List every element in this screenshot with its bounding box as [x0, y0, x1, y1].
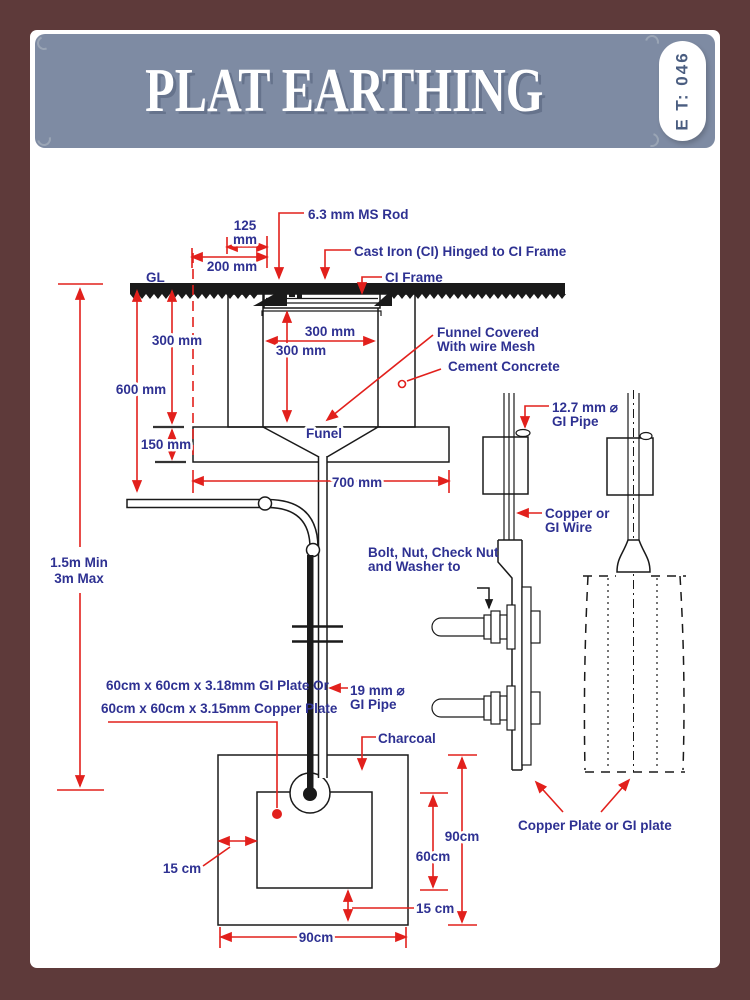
page-title: PLAT EARTHING [144, 56, 544, 125]
label-ground-level: GL [146, 270, 165, 285]
bolt-leader-arrow [477, 587, 494, 610]
label-gi-pipe-127-line2: GI Pipe [552, 414, 599, 429]
dim-90cm-right: 90cm [445, 829, 480, 844]
dim-125mm-unit: mm [233, 232, 257, 247]
poster-page: PLAT EARTHING E T: 046 [30, 30, 720, 968]
label-cast-iron-hinged: Cast Iron (CI) Hinged to CI Frame [354, 244, 567, 259]
pipe-joint-ball [257, 496, 273, 511]
label-funnel: Funel [306, 426, 342, 441]
dim-300mm-left: 300 mm [152, 333, 202, 348]
header-band: PLAT EARTHING E T: 046 [34, 32, 715, 150]
label-charcoal: Charcoal [378, 731, 436, 746]
label-gi-pipe-19-line2: GI Pipe [350, 697, 397, 712]
dim-300mm-width: 300 mm [305, 324, 355, 339]
diagram-labels: GL 125 mm 200 mm 6.3 mm MS Rod Cast Iron… [50, 207, 672, 948]
clamp-bolt-detail [431, 393, 541, 771]
label-copper-plate-spec: 60cm x 60cm x 3.15mm Copper Plate [101, 701, 338, 716]
earth-wire [307, 555, 314, 790]
bolt-assembly [431, 604, 541, 650]
dim-600mm: 600 mm [116, 382, 166, 397]
label-bolt-nut-line1: Bolt, Nut, Check Nut [368, 545, 499, 560]
dim-200mm: 200 mm [207, 259, 257, 274]
label-wire-line2: GI Wire [545, 520, 593, 535]
pipe-joint-ball [305, 542, 321, 558]
label-depth-max: 3m Max [54, 571, 104, 586]
sheet-number-badge: E T: 046 [659, 41, 706, 141]
label-depth-min: 1.5m Min [50, 555, 108, 570]
dim-15cm-bottom: 15 cm [416, 901, 454, 916]
label-gi-plate-spec: 60cm x 60cm x 3.18mm GI Plate Or [106, 678, 330, 693]
dim-90cm-bottom: 90cm [299, 930, 334, 945]
plate-detail [583, 390, 686, 773]
dim-125mm: 125 [234, 218, 257, 233]
dim-150mm: 150 mm [141, 437, 191, 452]
label-ci-frame: CI Frame [385, 270, 443, 285]
bolt-assembly [431, 685, 541, 731]
label-funnel-mesh-line1: Funnel Covered [437, 325, 539, 340]
hinge-wedge-left [253, 287, 287, 306]
dim-300mm-height: 300 mm [276, 343, 326, 358]
label-ms-rod: 6.3 mm MS Rod [308, 207, 409, 222]
label-cement-concrete: Cement Concrete [448, 359, 560, 374]
plate-connection-dot [303, 787, 317, 801]
label-gi-pipe-127-line1: 12.7 mm ⌀ [552, 400, 619, 415]
label-gi-pipe-19-line1: 19 mm ⌀ [350, 683, 406, 698]
inspection-chamber [192, 287, 450, 463]
dimension-lines [57, 212, 631, 948]
label-bolt-nut-line2: and Washer to [368, 559, 461, 574]
earth-plate-edge [521, 586, 532, 766]
label-wire-line1: Copper or [545, 506, 610, 521]
earthing-diagram: GL 125 mm 200 mm 6.3 mm MS Rod Cast Iron… [50, 207, 686, 948]
hinge-wedge-right [374, 290, 392, 306]
ground-hatch-right [390, 294, 566, 299]
pipe-clamp [606, 437, 654, 496]
label-bottom-plate: Copper Plate or GI plate [518, 818, 672, 833]
label-funnel-mesh-line2: With wire Mesh [437, 339, 535, 354]
sheet-number: E T: 046 [672, 51, 692, 131]
pipe-clamp [482, 436, 529, 495]
dim-700mm: 700 mm [332, 475, 382, 490]
earth-pipe [126, 456, 343, 801]
dim-60cm: 60cm [416, 849, 451, 864]
dim-15cm-left: 15 cm [163, 861, 201, 876]
frame-lip [261, 310, 382, 316]
pipe-flare [616, 539, 651, 573]
